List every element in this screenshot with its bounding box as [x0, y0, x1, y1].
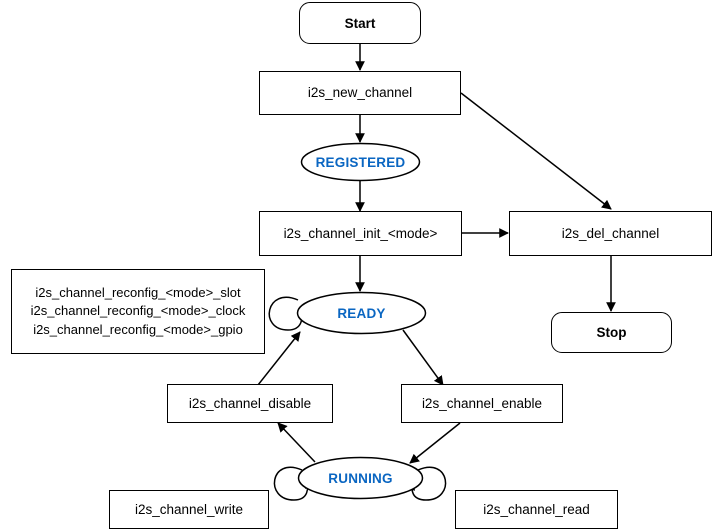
action-channel-disable-label: i2s_channel_disable: [188, 395, 312, 411]
action-channel-init[interactable]: i2s_channel_init_<mode>: [259, 211, 462, 256]
action-new-channel-label: i2s_new_channel: [307, 85, 413, 101]
terminal-stop-label: Stop: [596, 325, 627, 340]
action-channel-init-label: i2s_channel_init_<mode>: [283, 225, 438, 241]
action-channel-enable-label: i2s_channel_enable: [421, 395, 543, 411]
action-channel-write-label: i2s_channel_write: [134, 501, 244, 517]
terminal-start-label: Start: [344, 15, 376, 31]
edge-new-channel-to-del-channel: [460, 92, 612, 210]
state-registered: [300, 142, 421, 182]
action-del-channel-label: i2s_del_channel: [561, 225, 660, 241]
terminal-start: Start: [299, 2, 421, 44]
action-channel-enable[interactable]: i2s_channel_enable: [401, 384, 563, 423]
edge-ready-to-channel-enable: [402, 329, 444, 386]
action-channel-read[interactable]: i2s_channel_read: [455, 490, 618, 529]
action-channel-reconfig-label: i2s_channel_reconfig_<mode>_slot i2s_cha…: [30, 284, 246, 337]
action-channel-reconfig[interactable]: i2s_channel_reconfig_<mode>_slot i2s_cha…: [11, 269, 265, 354]
state-ready: [296, 291, 427, 335]
terminal-stop: Stop: [551, 312, 672, 353]
action-channel-disable[interactable]: i2s_channel_disable: [167, 384, 333, 423]
action-del-channel[interactable]: i2s_del_channel: [509, 211, 712, 256]
state-running: [297, 456, 424, 500]
action-channel-write[interactable]: i2s_channel_write: [109, 490, 269, 529]
action-new-channel[interactable]: i2s_new_channel: [259, 71, 461, 115]
action-channel-read-label: i2s_channel_read: [483, 501, 590, 517]
